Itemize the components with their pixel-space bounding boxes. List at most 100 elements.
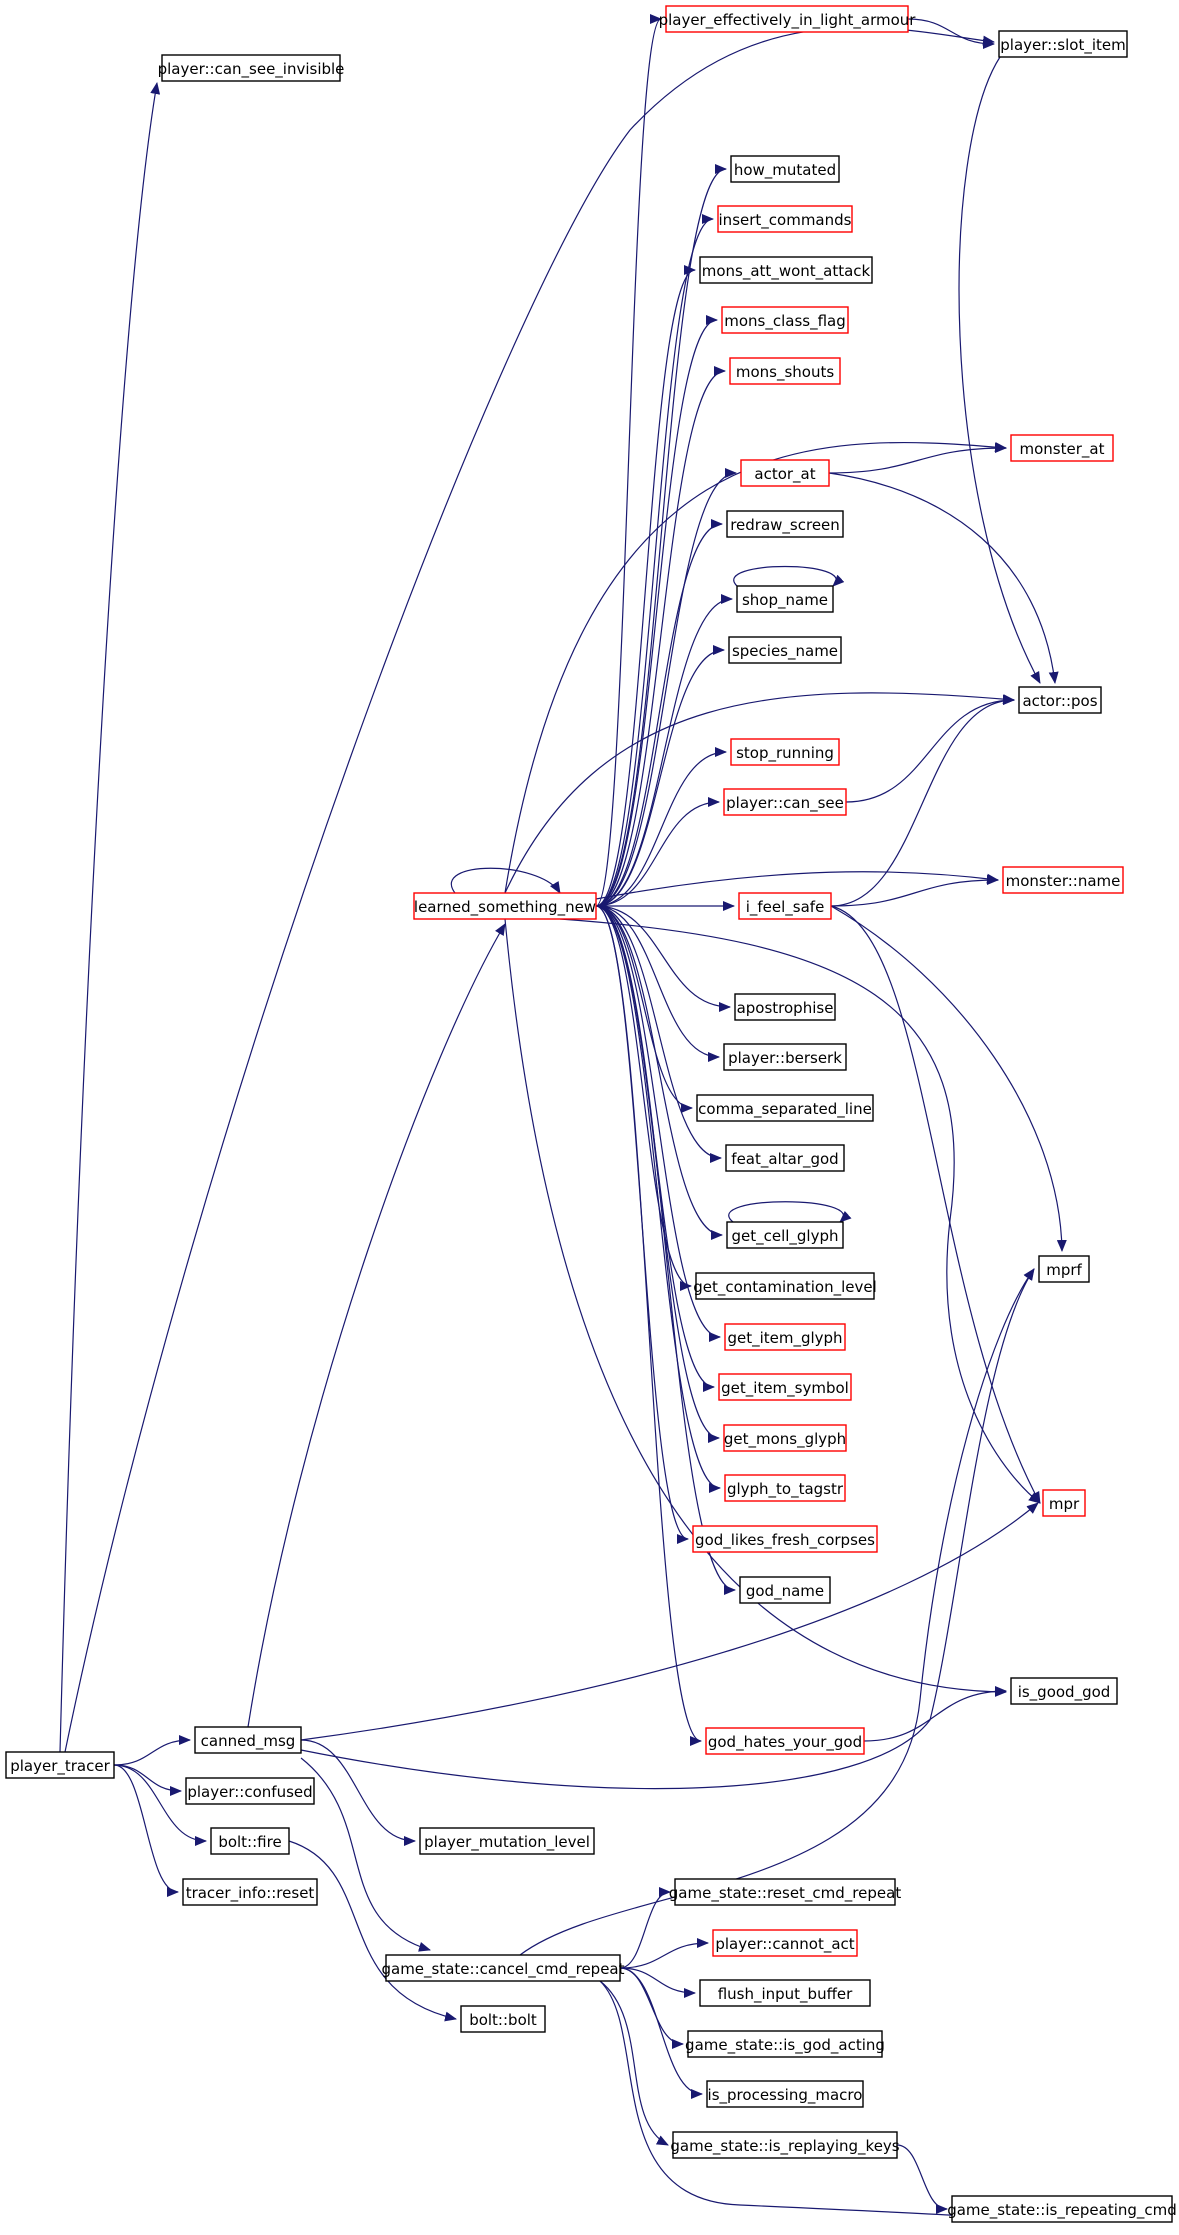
edge-learned-to-monster_name [595,871,999,900]
node-label: game_state::is_god_acting [685,2036,885,2055]
node-god_name[interactable]: god_name [739,1576,831,1604]
node-label: monster::name [1006,872,1121,890]
node-box [1018,686,1102,714]
node-glyph_to_tagstr[interactable]: glyph_to_tagstr [724,1474,846,1502]
node-label: player_tracer [10,1757,110,1776]
node-is_good_god[interactable]: is_good_god [1010,1677,1118,1705]
node-feat_altar_god[interactable]: feat_altar_god [725,1144,845,1172]
edge-player_tracer-to-canned_msg [113,1735,191,1766]
node-species_name[interactable]: species_name [728,636,842,664]
node-mons_att_wont_attack[interactable]: mons_att_wont_attack [699,256,873,284]
node-is_replaying_keys[interactable]: game_state::is_replaying_keys [670,2131,900,2159]
node-box [161,54,341,82]
node-i_feel_safe[interactable]: i_feel_safe [738,892,832,920]
node-label: get_item_symbol [721,1379,849,1398]
node-box [1010,434,1114,462]
node-reset_cmd_repeat[interactable]: game_state::reset_cmd_repeat [669,1878,902,1906]
edge-learned-to-insert_commands [595,214,714,907]
node-actor_at[interactable]: actor_at [740,459,830,487]
edge-learned-to-is_good_god [504,918,1007,1697]
node-slot_item[interactable]: player::slot_item [998,30,1128,58]
node-label: get_cell_glyph [731,1227,838,1246]
node-mprf[interactable]: mprf [1038,1255,1090,1283]
edge-player_tracer-to-player_confused [113,1764,182,1796]
node-mons_shouts[interactable]: mons_shouts [729,357,841,385]
node-flush_input_buffer[interactable]: flush_input_buffer [699,1979,871,2007]
node-god_hates_your_god[interactable]: god_hates_your_god [705,1727,865,1755]
node-is_god_acting[interactable]: game_state::is_god_acting [685,2030,885,2058]
node-is_repeating_cmd[interactable]: game_state::is_repeating_cmd [947,2195,1177,2223]
edge-player_tracer-to-slot_item [64,26,995,1753]
edge-i_feel_safe-to-actor_pos [830,695,1015,907]
node-comma_separated_line[interactable]: comma_separated_line [696,1094,874,1122]
node-label: learned_something_new [414,898,596,917]
node-get_mons_glyph[interactable]: get_mons_glyph [723,1424,847,1452]
node-box [724,1474,846,1502]
edge-learned-to-species_name [595,645,725,907]
edge-shop_name-to-shop_name [733,565,845,587]
node-cancel_cmd_repeat[interactable]: game_state::cancel_cmd_repeat [381,1954,625,1982]
node-tracer_info_reset[interactable]: tracer_info::reset [182,1878,318,1906]
edge-cancel_cmd_repeat-to-is_processing_macro [619,1967,703,2099]
node-label: tracer_info::reset [186,1884,315,1903]
node-mpr[interactable]: mpr [1042,1489,1086,1517]
node-player_tracer[interactable]: player_tracer [5,1751,115,1779]
node-how_mutated[interactable]: how_mutated [730,155,840,183]
node-box [723,788,847,816]
node-learned[interactable]: learned_something_new [413,892,597,920]
node-box [692,1525,878,1553]
node-bolt_fire[interactable]: bolt::fire [210,1827,290,1855]
node-box [712,1929,858,1957]
edge-cancel_cmd_repeat-to-is_god_acting [619,1967,684,2049]
node-box [1002,866,1124,894]
node-can_see_invisible[interactable]: player::can_see_invisible [158,54,345,82]
node-box [695,1272,875,1300]
edge-player_can_see-to-actor_pos [845,695,1015,803]
node-label: game_state::cancel_cmd_repeat [381,1960,624,1979]
edge-learned-to-apostrophise [595,905,731,1012]
node-label: redraw_screen [730,516,840,535]
node-label: bolt::fire [218,1833,281,1851]
node-insert_commands[interactable]: insert_commands [717,205,853,233]
node-label: game_state::is_replaying_keys [670,2137,899,2156]
node-redraw_screen[interactable]: redraw_screen [726,510,844,538]
node-player_mutation_level[interactable]: player_mutation_level [419,1827,595,1855]
node-box [736,585,834,613]
node-canned_msg[interactable]: canned_msg [194,1726,302,1754]
node-eff_light_armour[interactable]: player_effectively_in_light_armour [659,5,917,33]
node-stop_running[interactable]: stop_running [730,738,840,766]
node-get_contamination_level[interactable]: get_contamination_level [693,1272,877,1300]
node-box [182,1878,318,1906]
node-monster_at[interactable]: monster_at [1010,434,1114,462]
node-actor_pos[interactable]: actor::pos [1018,686,1102,714]
edge-cancel_cmd_repeat-to-is_replaying_keys [599,1980,669,2146]
node-is_processing_macro[interactable]: is_processing_macro [706,2080,864,2108]
edge-learned-to-actor_pos [504,692,1015,894]
node-bolt_bolt[interactable]: bolt::bolt [460,2005,546,2033]
node-mons_class_flag[interactable]: mons_class_flag [721,306,849,334]
node-player_cannot_act[interactable]: player::cannot_act [712,1929,858,1957]
node-god_likes_fresh_corpses[interactable]: god_likes_fresh_corpses [692,1525,878,1553]
node-get_item_glyph[interactable]: get_item_glyph [724,1323,846,1351]
node-player_confused[interactable]: player::confused [185,1777,315,1805]
node-box [674,1878,896,1906]
node-label: mpr [1049,1495,1080,1513]
node-label: canned_msg [201,1732,296,1751]
node-label: player::can_see [726,794,844,813]
node-box [728,636,842,664]
node-player_berserk[interactable]: player::berserk [723,1043,847,1071]
node-label: player::can_see_invisible [158,60,345,79]
node-get_cell_glyph[interactable]: get_cell_glyph [726,1221,844,1249]
node-box [1038,1255,1090,1283]
node-label: mons_class_flag [724,312,846,331]
edge-i_feel_safe-to-mpr [830,905,1041,1504]
node-shop_name[interactable]: shop_name [736,585,834,613]
node-box [723,1043,847,1071]
nodes-layer: player_tracerplayer::can_see_invisiblepl… [5,5,1177,2223]
node-apostrophise[interactable]: apostrophise [734,993,836,1021]
node-player_can_see[interactable]: player::can_see [723,788,847,816]
node-get_item_symbol[interactable]: get_item_symbol [718,1373,852,1401]
node-monster_name[interactable]: monster::name [1002,866,1124,894]
node-box [194,1726,302,1754]
